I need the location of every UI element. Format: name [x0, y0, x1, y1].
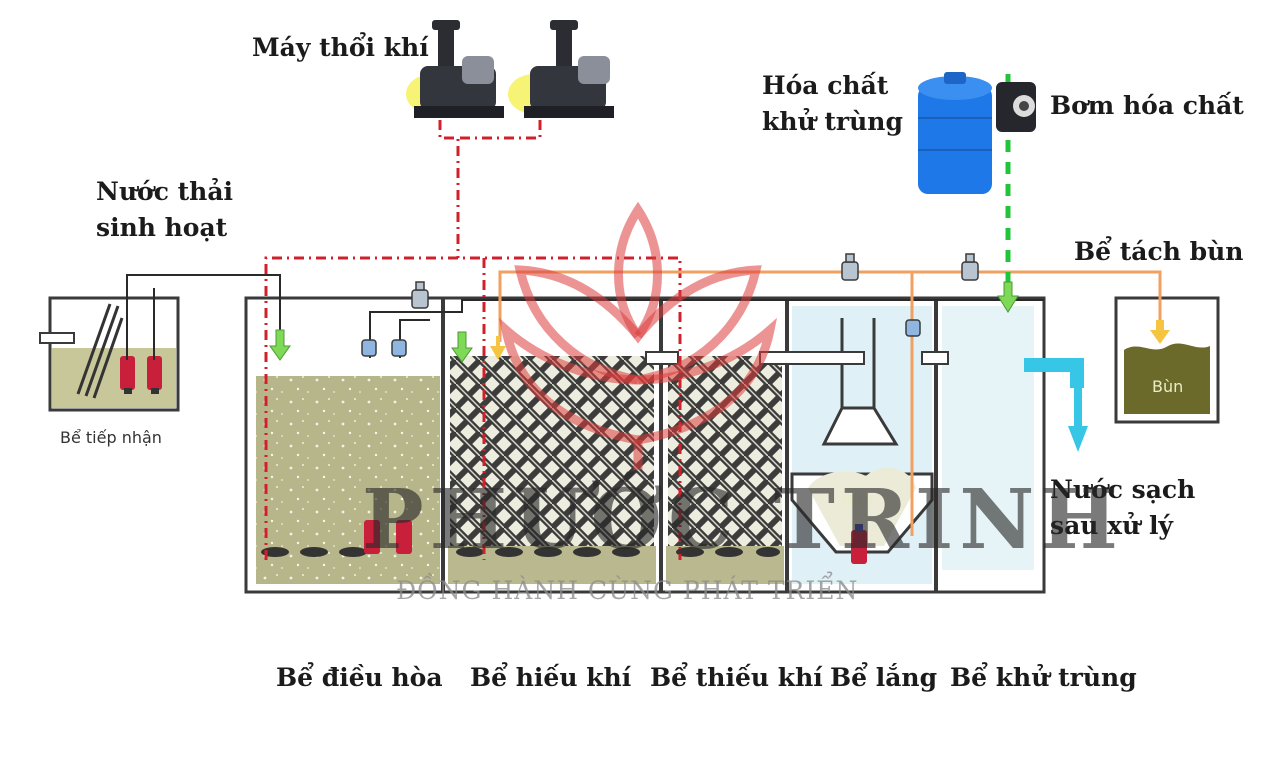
settling-sludge-text: Bùn — [842, 491, 873, 510]
chemical-tank-icon — [918, 72, 992, 194]
tank-label-anoxic: Bể thiếu khí — [650, 663, 823, 692]
outlet-pipe — [1024, 358, 1084, 388]
watermark-title: PHƯỚC TRINH — [362, 472, 1124, 568]
receiving-tank-label: Bể tiếp nhận — [60, 428, 162, 447]
sludge-text: Bùn — [1152, 377, 1183, 396]
watermark-slogan: ĐỒNG HÀNH CÙNG PHÁT TRIỂN — [396, 576, 859, 605]
chemical-label-line1: Hóa chất — [762, 71, 889, 100]
submersible-pump-icon — [120, 356, 162, 394]
air-line — [264, 120, 682, 560]
blower-label: Máy thổi khí — [252, 33, 429, 62]
sludge-tank: Bùn — [1114, 296, 1220, 424]
wastewater-label-line2: sinh hoạt — [96, 213, 228, 242]
submersible-pump-icon — [364, 520, 867, 564]
clean-water-label-line1: Nước sạch — [1050, 475, 1196, 504]
receiving-tank — [39, 296, 180, 412]
air-blower-icon — [406, 20, 504, 118]
diffuser-icon — [261, 547, 780, 557]
tank-label-equalization: Bể điều hòa — [276, 663, 443, 692]
wastewater-label-line1: Nước thải — [96, 177, 234, 206]
sludge-tank-label: Bể tách bùn — [1074, 237, 1244, 266]
tank-label-aerobic: Bể hiếu khí — [470, 663, 632, 692]
clean-water-label-line2: sau xử lý — [1050, 511, 1173, 540]
chemical-pump-label: Bơm hóa chất — [1050, 91, 1244, 120]
tank-label-settling: Bể lắng — [830, 663, 938, 692]
flow-arrow-icon — [269, 281, 1170, 452]
air-blower-icon — [508, 20, 614, 118]
chemical-label-line2: khử trùng — [762, 107, 903, 136]
dosing-pump-icon — [996, 82, 1036, 132]
tank-label-disinfection: Bể khử trùng — [950, 663, 1137, 692]
sludge-return-line — [498, 270, 1162, 536]
valve-icon — [361, 253, 979, 357]
lotus-logo-icon — [498, 201, 778, 470]
screen-bars-icon — [76, 303, 124, 399]
